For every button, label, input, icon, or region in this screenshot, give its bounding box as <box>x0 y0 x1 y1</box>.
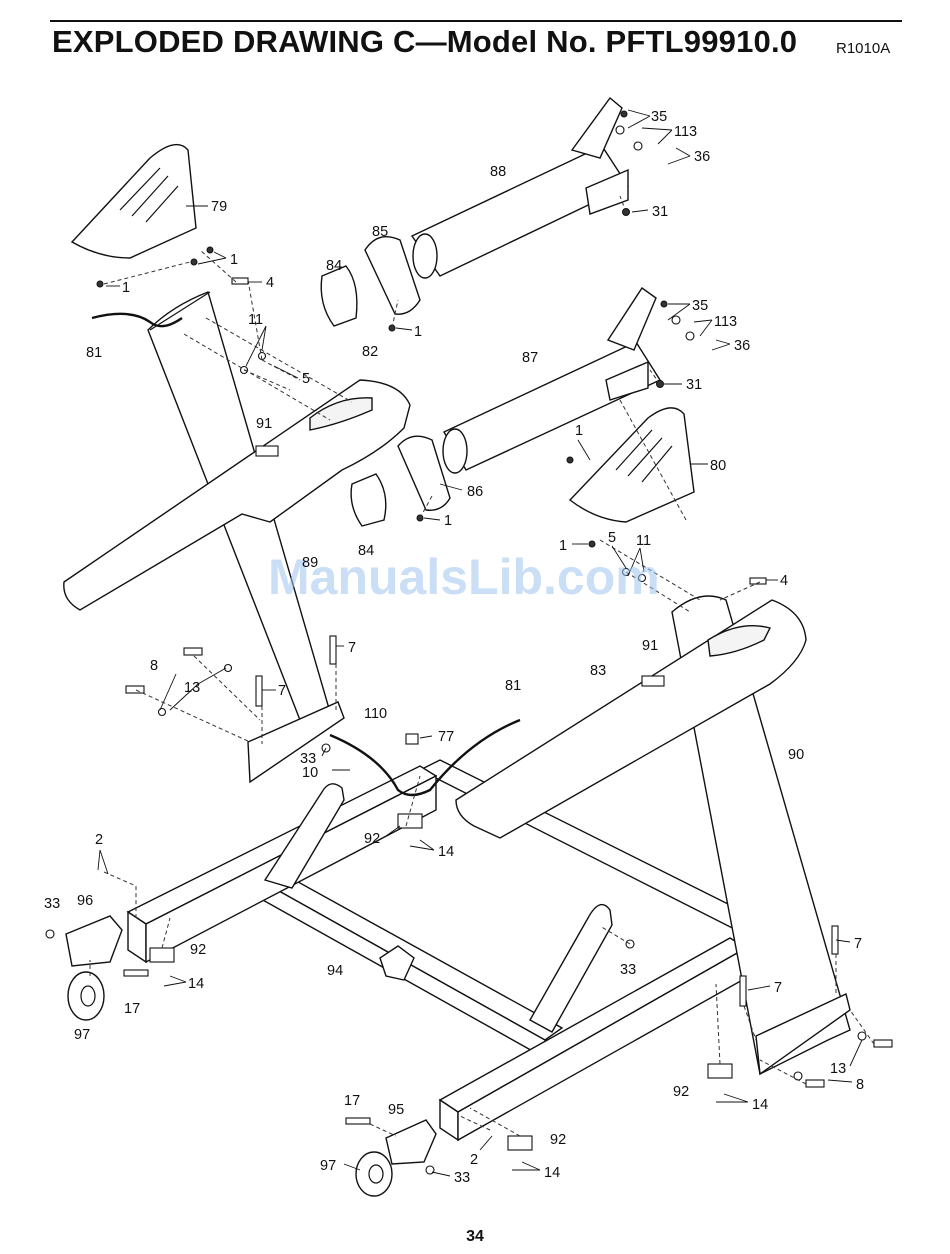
callout-14-c: 14 <box>752 1097 768 1113</box>
callout-80: 80 <box>710 458 726 474</box>
callout-95: 95 <box>388 1102 404 1118</box>
callout-87: 87 <box>522 350 538 366</box>
callout-89: 89 <box>302 555 318 571</box>
callout-94: 94 <box>327 963 343 979</box>
callout-11-right: 11 <box>636 533 651 549</box>
callout-4-left: 4 <box>266 275 274 291</box>
callout-31-top: 31 <box>652 204 668 220</box>
callout-97-b: 97 <box>320 1158 336 1174</box>
callout-14-a: 14 <box>438 844 454 860</box>
callout-31-mid: 31 <box>686 377 702 393</box>
watermark: ManualsLib.com <box>268 549 660 605</box>
callout-8-left: 8 <box>150 658 158 674</box>
callout-1-b: 1 <box>122 280 130 296</box>
callout-5-right: 5 <box>608 530 616 546</box>
end-caps <box>321 237 450 526</box>
callout-92-b: 92 <box>190 942 206 958</box>
callout-1-f: 1 <box>559 538 567 554</box>
callout-83: 83 <box>590 663 606 679</box>
callout-36-top: 36 <box>694 149 710 165</box>
callout-1-c: 1 <box>414 324 422 340</box>
callout-35-mid: 35 <box>692 298 708 314</box>
callout-1-d: 1 <box>575 423 583 439</box>
callout-86: 86 <box>467 484 483 500</box>
callout-33-d: 33 <box>454 1170 470 1186</box>
page-number: 34 <box>0 1228 950 1246</box>
callout-84-top: 84 <box>326 258 342 274</box>
callout-81-left: 81 <box>86 345 102 361</box>
callout-92-d: 92 <box>550 1132 566 1148</box>
callout-97-a: 97 <box>74 1027 90 1043</box>
callout-36-mid: 36 <box>734 338 750 354</box>
callout-92-c: 92 <box>673 1084 689 1100</box>
callout-82: 82 <box>362 344 378 360</box>
callout-113-mid: 113 <box>714 314 737 330</box>
callout-33-c: 33 <box>620 962 636 978</box>
callout-7-b: 7 <box>278 683 286 699</box>
callout-17-b: 17 <box>344 1093 360 1109</box>
callout-91-right: 91 <box>642 638 658 654</box>
callout-2-b: 2 <box>470 1152 478 1168</box>
callout-88: 88 <box>490 164 506 180</box>
callout-8-right: 8 <box>856 1077 864 1093</box>
callout-10: 10 <box>302 765 318 781</box>
callout-7-a: 7 <box>348 640 356 656</box>
callout-85: 85 <box>372 224 388 240</box>
base-frame <box>128 760 780 1140</box>
left-handlebar-88 <box>412 98 628 278</box>
callout-11-left: 11 <box>248 312 263 328</box>
callout-35-top: 35 <box>651 109 667 125</box>
callout-7-d: 7 <box>774 980 782 996</box>
callout-90: 90 <box>788 747 804 763</box>
callout-77: 77 <box>438 729 454 745</box>
callout-1-a: 1 <box>230 252 238 268</box>
callout-1-e: 1 <box>444 513 452 529</box>
callout-81-right: 81 <box>505 678 521 694</box>
callout-7-c: 7 <box>854 936 862 952</box>
callout-91-left: 91 <box>256 416 272 432</box>
callout-13-left: 13 <box>184 680 200 696</box>
callout-14-b: 14 <box>188 976 204 992</box>
callout-13-right: 13 <box>830 1061 846 1077</box>
callout-84-mid: 84 <box>358 543 374 559</box>
callout-92-a: 92 <box>364 831 380 847</box>
callout-110: 110 <box>364 706 387 722</box>
right-shroud-80 <box>570 408 694 522</box>
callout-17-a: 17 <box>124 1001 140 1017</box>
callout-79: 79 <box>211 199 227 215</box>
callout-96: 96 <box>77 893 93 909</box>
callout-14-d: 14 <box>544 1165 560 1181</box>
callout-5-left: 5 <box>302 371 310 387</box>
left-shroud-79 <box>72 145 196 258</box>
callout-2-a: 2 <box>95 832 103 848</box>
callout-4-right: 4 <box>780 573 788 589</box>
callout-113-top: 113 <box>674 124 697 140</box>
callout-33-b: 33 <box>44 896 60 912</box>
